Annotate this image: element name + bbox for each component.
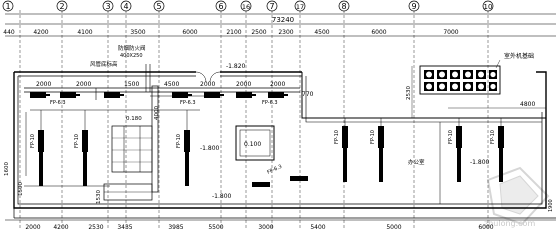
svg-text:2530: 2530 xyxy=(88,224,103,231)
svg-text:6000: 6000 xyxy=(371,29,386,36)
shaft-elev: 0.180 xyxy=(126,116,142,122)
dim-edge: 440 xyxy=(3,29,15,36)
svg-text:-1.800: -1.800 xyxy=(470,159,490,166)
svg-text:2300: 2300 xyxy=(278,29,293,36)
elev-1820: -1.820 xyxy=(226,63,246,70)
svg-text:FP-10: FP-10 xyxy=(334,130,340,144)
svg-text:FP-10: FP-10 xyxy=(370,130,376,144)
svg-text:16: 16 xyxy=(242,3,250,11)
svg-text:FP-6.3: FP-6.3 xyxy=(262,100,278,106)
svg-text:5: 5 xyxy=(156,2,161,11)
svg-text:FP-10: FP-10 xyxy=(490,130,496,144)
building-walls xyxy=(13,71,556,219)
outdoor-unit-label: 室外机基础 xyxy=(504,52,534,60)
axis-bubble-16: 16 xyxy=(240,0,252,12)
svg-text:FP-10: FP-10 xyxy=(448,130,454,144)
top-dimension-lines xyxy=(5,13,556,37)
svg-text:7000: 7000 xyxy=(443,29,458,36)
duct-annotations: 防烟防火阀 400X250 风管底标高 -1.820 2000 2000 150… xyxy=(36,44,314,120)
grid-axis-lines xyxy=(19,10,489,228)
svg-text:3985: 3985 xyxy=(168,224,183,231)
fan-coil-units-vertical xyxy=(38,126,504,187)
hvac-floor-plan: zhulong.com 1 2 3 4 5 6 16 7 17 8 9 10 xyxy=(2,0,556,231)
dim-total: 73240 xyxy=(272,16,294,24)
core-elev: 0.100 xyxy=(244,141,261,148)
svg-text:17: 17 xyxy=(296,3,304,11)
svg-text:FP-6.3: FP-6.3 xyxy=(266,164,283,176)
svg-text:4500: 4500 xyxy=(164,81,179,88)
svg-text:10: 10 xyxy=(484,3,493,11)
svg-text:5400: 5400 xyxy=(310,224,325,231)
branch-ducts xyxy=(30,109,502,130)
svg-text:1500: 1500 xyxy=(18,182,24,196)
dim-4800: 4800 xyxy=(520,101,535,108)
svg-text:4200: 4200 xyxy=(53,224,68,231)
svg-text:2500: 2500 xyxy=(251,29,266,36)
svg-text:1600: 1600 xyxy=(4,162,10,176)
svg-text:2000: 2000 xyxy=(76,81,91,88)
axis-bubble-2: 2 xyxy=(56,0,68,12)
duct-elev-note: 风管底标高 xyxy=(90,60,118,68)
svg-text:2000: 2000 xyxy=(236,81,251,88)
axis-bubble-6: 6 xyxy=(215,0,227,12)
svg-text:1900: 1900 xyxy=(548,199,554,212)
svg-text:9: 9 xyxy=(411,2,416,11)
svg-text:4: 4 xyxy=(123,2,128,11)
svg-text:4500: 4500 xyxy=(314,29,329,36)
svg-text:4200: 4200 xyxy=(33,29,48,36)
svg-text:2000: 2000 xyxy=(25,224,40,231)
svg-text:FP-6.3: FP-6.3 xyxy=(50,100,66,106)
svg-text:4000: 4000 xyxy=(154,106,160,120)
svg-text:6000: 6000 xyxy=(478,224,493,231)
outdoor-unit-base: 室外机基础 4800 2530 xyxy=(406,52,546,118)
svg-text:3: 3 xyxy=(105,2,110,11)
svg-text:1530: 1530 xyxy=(96,190,102,204)
svg-text:1500: 1500 xyxy=(124,81,139,88)
svg-text:5500: 5500 xyxy=(208,224,223,231)
svg-text:770: 770 xyxy=(302,91,314,98)
svg-text:4100: 4100 xyxy=(77,29,92,36)
svg-text:2000: 2000 xyxy=(270,81,285,88)
svg-text:FP-6.3: FP-6.3 xyxy=(180,100,196,106)
damper-label: 防烟防火阀 xyxy=(118,44,146,52)
svg-text:3435: 3435 xyxy=(117,224,132,231)
svg-text:7: 7 xyxy=(269,2,274,11)
bottom-dimensions: 2000 4200 2530 3435 3985 5500 3000 5400 … xyxy=(25,224,493,231)
svg-text:3000: 3000 xyxy=(258,224,273,231)
misc-annotations: 0.100 0.180 -1.800 -1.800 -1.800 办公室 150… xyxy=(4,116,554,212)
svg-text:2: 2 xyxy=(59,2,64,11)
axis-bubble-10: 10 xyxy=(482,0,494,12)
svg-text:-1.800: -1.800 xyxy=(212,193,232,200)
axis-bubble-9: 9 xyxy=(408,0,420,12)
svg-text:FP-10: FP-10 xyxy=(176,134,182,148)
axis-bubble-5: 5 xyxy=(153,0,165,12)
svg-text:6: 6 xyxy=(218,2,223,11)
fan-coil-labels: FP-10 FP-10 FP-10 FP-10 FP-10 FP-10 FP-1… xyxy=(30,130,496,176)
dim-2530: 2530 xyxy=(406,86,412,100)
axis-bubble-4: 4 xyxy=(120,0,132,12)
svg-text:6000: 6000 xyxy=(182,29,197,36)
svg-text:-1.800: -1.800 xyxy=(200,145,220,152)
svg-text:办公室: 办公室 xyxy=(408,158,425,166)
svg-text:FP-10: FP-10 xyxy=(74,134,80,148)
axis-bubbles: 1 2 3 4 5 6 16 7 17 8 9 10 xyxy=(2,0,494,12)
axis-bubble-7: 7 xyxy=(266,0,278,12)
axis-bubble-8: 8 xyxy=(338,0,350,12)
svg-text:FP-10: FP-10 xyxy=(30,134,36,148)
axis-bubble-17: 17 xyxy=(294,0,306,12)
fan-coil-units-top xyxy=(30,92,288,98)
watermark-text: zhulong.com xyxy=(484,219,535,228)
svg-text:8: 8 xyxy=(341,2,346,11)
axis-bubble-3: 3 xyxy=(102,0,114,12)
axis-bubble-1: 1 xyxy=(2,0,14,12)
watermark-logo: zhulong.com xyxy=(484,166,550,228)
svg-text:2000: 2000 xyxy=(200,81,215,88)
svg-text:5000: 5000 xyxy=(386,224,401,231)
svg-text:1: 1 xyxy=(5,2,10,11)
duct-size: 400X250 xyxy=(120,53,143,59)
svg-text:3500: 3500 xyxy=(130,29,145,36)
svg-text:2100: 2100 xyxy=(226,29,241,36)
top-dimensions: 73240 440 4200 4100 3500 6000 2100 2500 … xyxy=(3,16,459,36)
svg-text:2000: 2000 xyxy=(36,81,51,88)
